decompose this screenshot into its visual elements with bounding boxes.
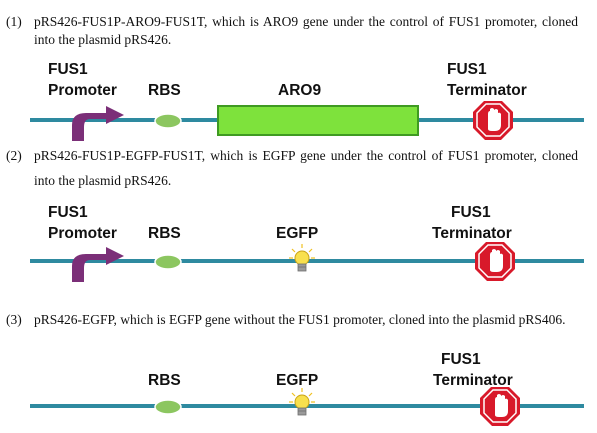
terminator-stop-icon [480,387,520,426]
construct-1-text: pRS426-FUS1P-ARO9-FUS1T, which is ARO9 g… [34,14,578,47]
construct-3-diagram [30,387,584,426]
construct-3-text: pRS426-EGFP, which is EGFP gene without … [34,312,566,327]
construct-1-promoter-label: FUS1 [48,61,88,78]
construct-3-number: (3) [6,312,22,327]
construct-3-gene-label: EGFP [276,372,319,389]
promoter-arrow-icon [72,247,124,282]
construct-1-diagram [30,101,584,141]
cds-box-icon [217,105,419,136]
rbs-oval-icon [154,399,182,415]
construct-1-terminator-label: FUS1 [447,61,487,78]
construct-2-caption: (2) pRS426-FUS1P-EGFP-FUS1T, which is EG… [6,144,578,194]
construct-2-promoter-label: FUS1 [48,204,88,221]
light-bulb-icon [289,244,315,272]
construct-1-caption: (1) pRS426-FUS1P-ARO9-FUS1T, which is AR… [6,13,578,48]
construct-2-gene-label: EGFP [276,225,319,242]
construct-2-diagram [30,242,584,282]
construct-1-number: (1) [6,14,22,29]
construct-2-promoter-label-2: Promoter [48,225,117,242]
construct-1-terminator-label-2: Terminator [447,82,527,99]
construct-1-promoter-label-2: Promoter [48,82,117,99]
terminator-stop-icon [475,242,515,281]
construct-2-terminator-label: FUS1 [451,204,491,221]
rbs-oval-icon [154,113,182,129]
construct-3-terminator-label: FUS1 [441,351,481,368]
construct-2-number: (2) [6,148,22,163]
light-bulb-icon [289,388,315,416]
construct-1-gene-label: ARO9 [278,82,322,99]
construct-3-terminator-label-2: Terminator [433,372,513,389]
construct-1-rbs-label: RBS [148,82,181,99]
construct-3-caption: (3) pRS426-EGFP, which is EGFP gene with… [6,311,578,329]
construct-2-terminator-label-2: Terminator [432,225,512,242]
promoter-arrow-icon [72,106,124,141]
terminator-stop-icon [473,101,513,140]
rbs-oval-icon [154,254,182,270]
construct-2-rbs-label: RBS [148,225,181,242]
construct-2-text: pRS426-FUS1P-EGFP-FUS1T, which is EGFP g… [34,148,578,188]
construct-3-rbs-label: RBS [148,372,181,389]
